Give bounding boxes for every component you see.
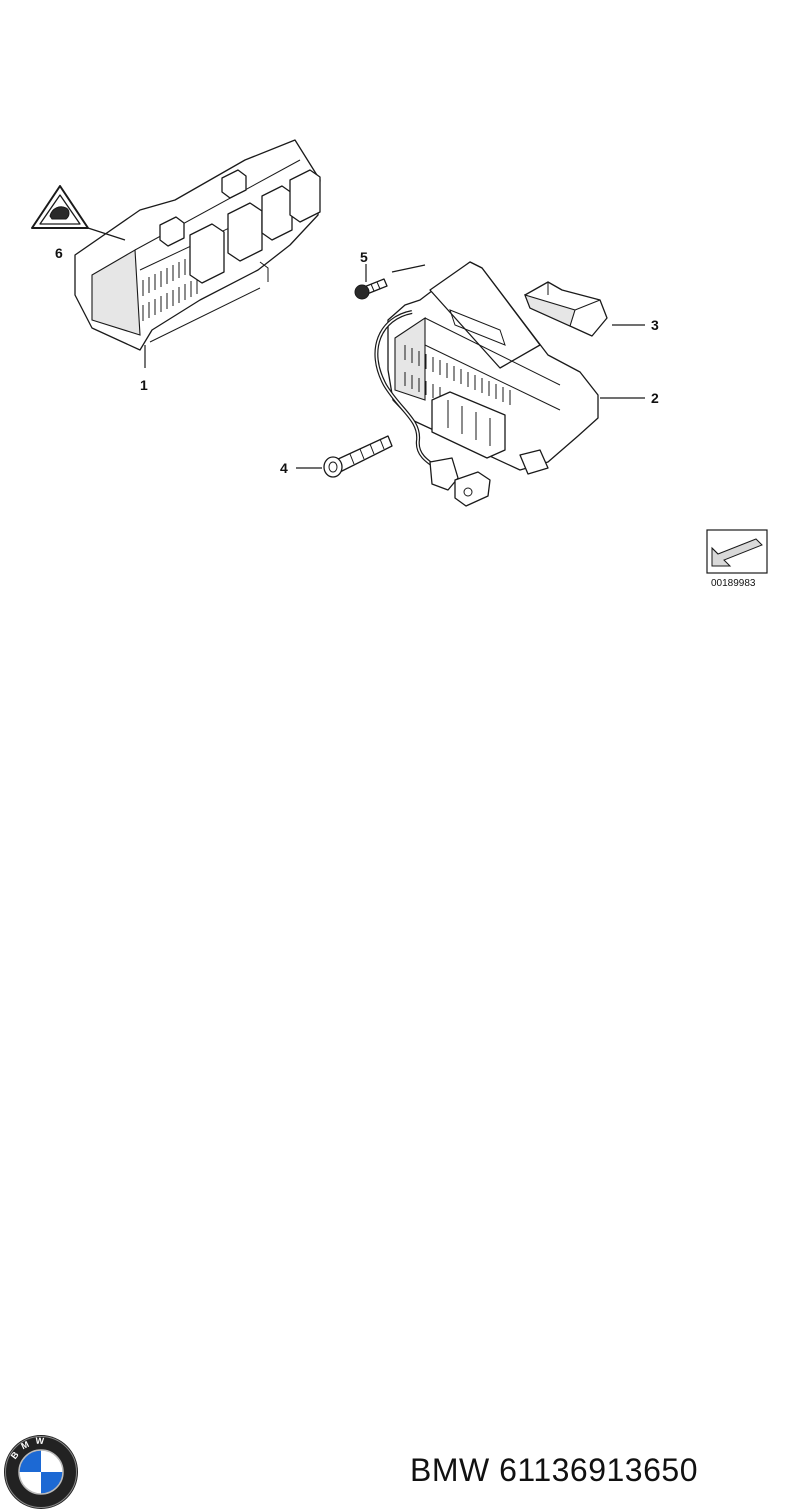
- callout-2: 2: [651, 390, 659, 406]
- parts-diagram: 1 2 3 4 5 6 00189983: [31, 139, 768, 589]
- fuse-slots-part-2: [404, 345, 511, 405]
- leader-lines: [87, 227, 645, 469]
- reference-arrow-box: [706, 529, 768, 574]
- warning-label-part-6: [31, 185, 89, 229]
- callout-3: 3: [651, 317, 659, 333]
- fuse-box-part-2: [374, 261, 599, 507]
- bolt-part-4: [323, 435, 393, 478]
- footer: BMW BMW 61136913650: [0, 710, 800, 1509]
- bmw-logo: BMW: [4, 1435, 78, 1509]
- brand-part-number: BMW 61136913650: [410, 1452, 698, 1489]
- brand-name: BMW: [410, 1452, 490, 1488]
- callout-5: 5: [360, 249, 368, 265]
- fuse-carrier-part-1: [74, 139, 321, 351]
- callout-4: 4: [280, 460, 288, 476]
- cover-part-3: [524, 281, 608, 337]
- fuse-slots-row-bottom: [142, 278, 198, 321]
- part-number: 61136913650: [499, 1452, 698, 1488]
- reference-code: 00189983: [711, 578, 756, 589]
- callout-1: 1: [140, 377, 148, 393]
- screw-part-5: [354, 278, 388, 300]
- callout-6: 6: [55, 245, 63, 261]
